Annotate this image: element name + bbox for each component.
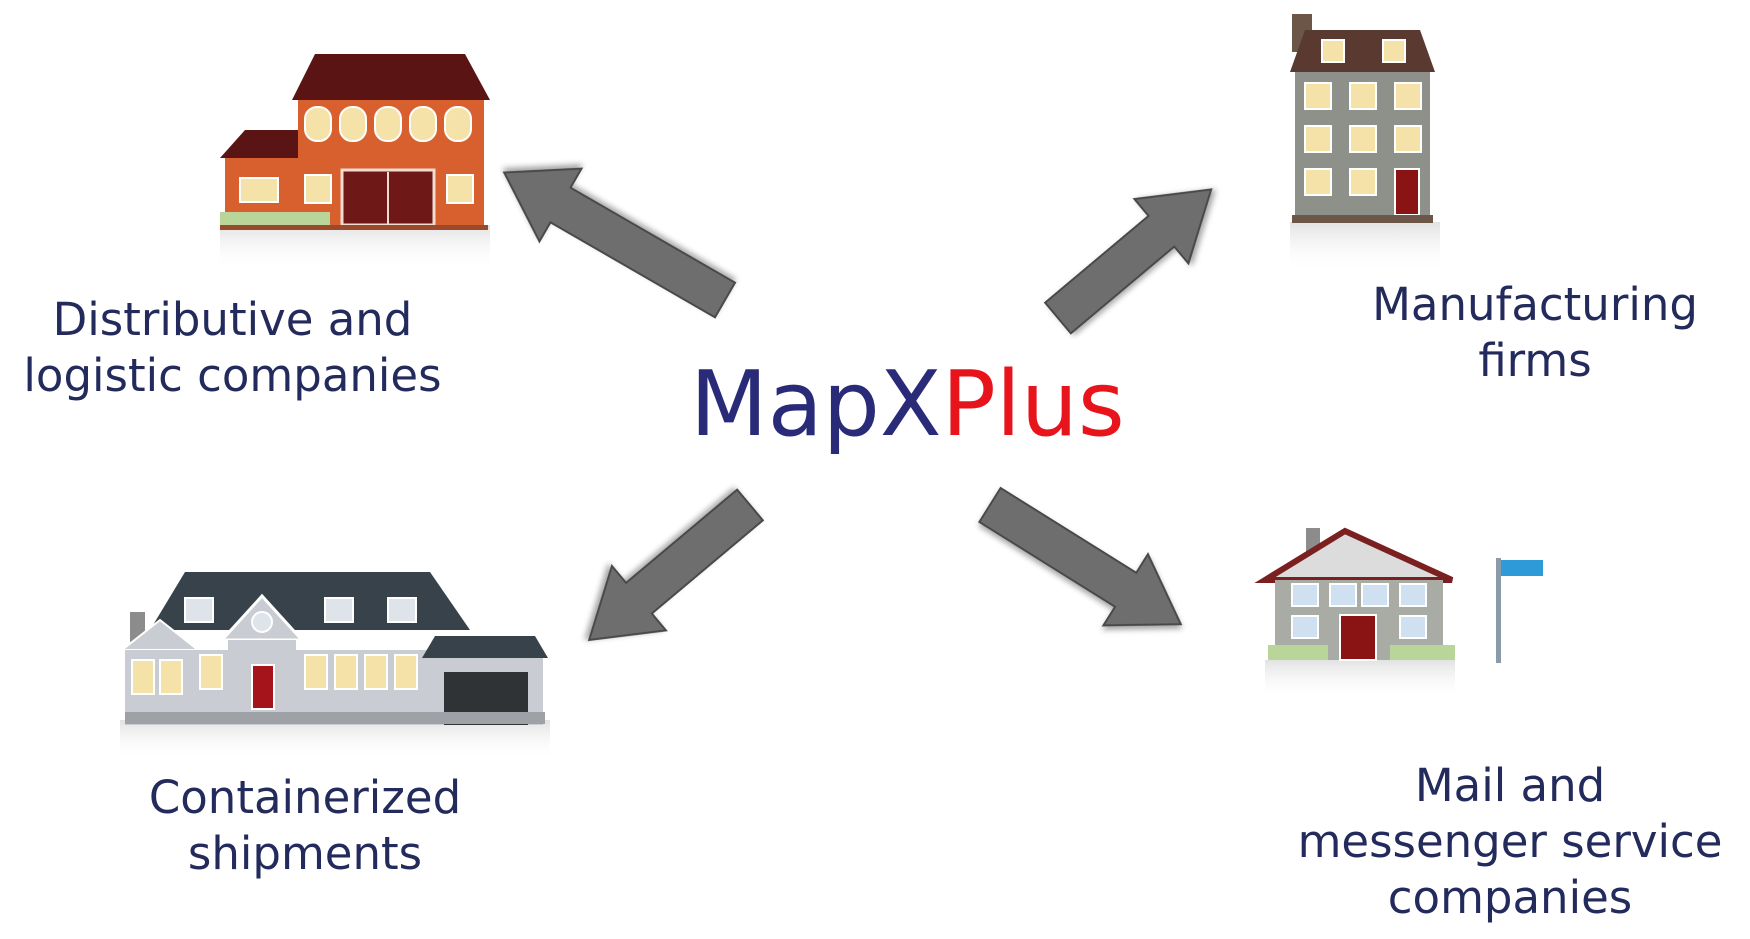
node-label-line: Manufacturing xyxy=(1372,278,1698,331)
apartment-building-icon xyxy=(1290,14,1440,272)
two-storey-brick-building-icon xyxy=(220,54,490,270)
center-title-primary: MapX xyxy=(690,352,942,457)
node-label-top-left: Distributive and logistic companies xyxy=(0,292,465,404)
house-with-flag-icon xyxy=(1254,527,1543,700)
node-label-line: Containerized xyxy=(148,771,462,824)
large-house-with-garage-icon xyxy=(119,572,550,760)
arrow-to-bottom-right xyxy=(978,486,1183,627)
arrow-to-bottom-left xyxy=(587,488,765,642)
center-title: MapXPlus xyxy=(690,355,1125,455)
node-label-line: Distributive and xyxy=(52,293,413,346)
node-label-line: companies xyxy=(1387,871,1633,924)
arrow-to-top-right xyxy=(1043,188,1213,335)
node-label-line: shipments xyxy=(187,827,423,880)
node-label-line: logistic companies xyxy=(23,349,442,402)
node-label-top-right: Manufacturing firms xyxy=(1350,277,1720,389)
node-label-line: messenger service xyxy=(1297,815,1723,868)
node-label-bottom-left: Containerized shipments xyxy=(110,770,500,882)
node-label-line: Mail and xyxy=(1414,759,1606,812)
center-title-accent: Plus xyxy=(941,352,1125,457)
node-label-line: firms xyxy=(1478,334,1592,387)
arrow-to-top-left xyxy=(502,167,737,319)
node-label-bottom-right: Mail and messenger service companies xyxy=(1275,758,1745,926)
